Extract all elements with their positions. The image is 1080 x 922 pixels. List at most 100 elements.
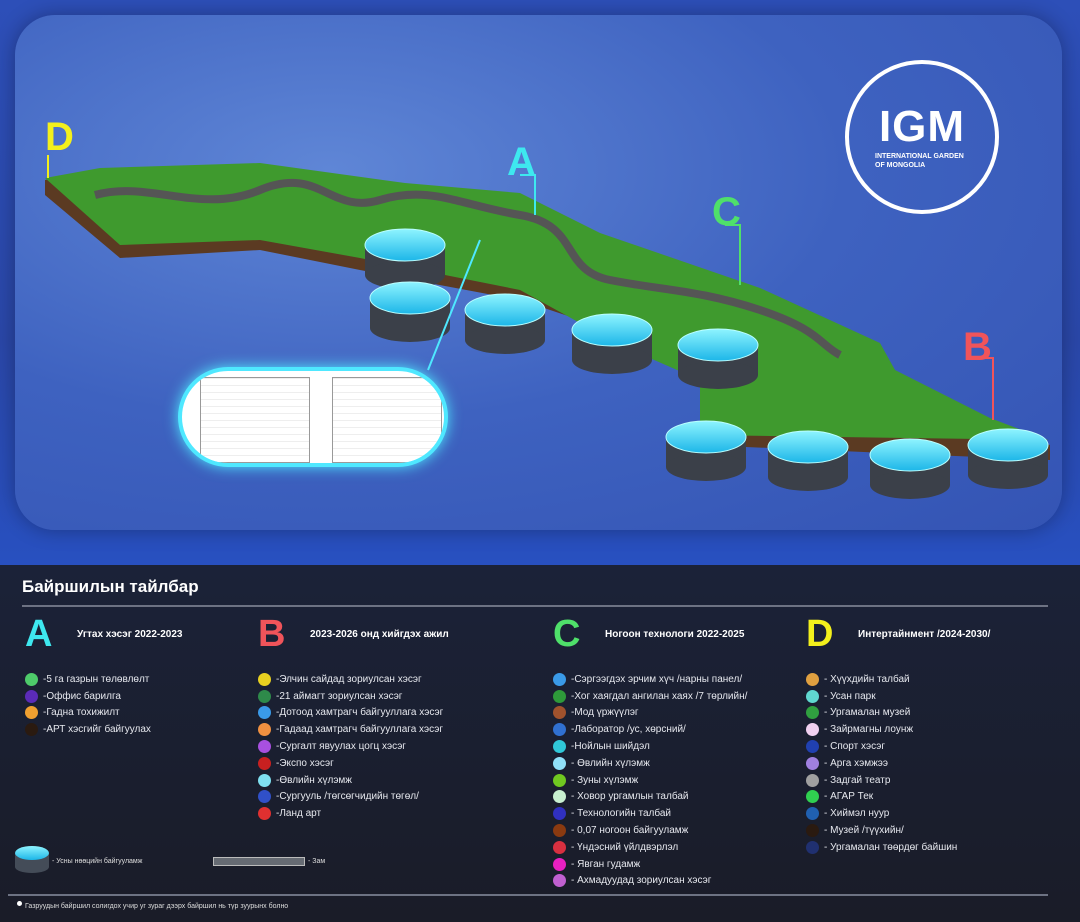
legend-item: - Явган гудамж xyxy=(553,856,747,873)
plant-museum-icon xyxy=(806,706,819,720)
legend-item: - Музей /түүхийн/ xyxy=(806,822,990,839)
legend-item-label: -Сэргээгдэх эрчим хүч /нарны панел/ xyxy=(571,673,743,685)
divider xyxy=(8,894,1048,896)
school-icon xyxy=(258,790,271,804)
legend-item-label: - Хиймэл нуур xyxy=(824,808,890,820)
training-icon xyxy=(258,740,271,754)
legend-item-label: - Арга хэмжээ xyxy=(824,757,888,769)
legend-item: - Өвлийн хүлэмж xyxy=(553,755,747,772)
legend-item-label: -АРТ хэсгийг байгуулах xyxy=(43,724,151,736)
legend-item-label: -Элчин сайдад зориулсан хэсэг xyxy=(276,673,422,685)
event-icon xyxy=(806,756,819,770)
museum-icon xyxy=(806,824,819,838)
legend-item: -Нойлын шийдэл xyxy=(553,738,747,755)
zone-title: 2023-2026 онд хийгдэх ажил xyxy=(310,628,449,640)
legend-item-label: -Сургалт явуулах цогц хэсэг xyxy=(276,741,406,753)
legend-item-label: - Технологийн талбай xyxy=(571,808,671,820)
water-tank xyxy=(869,438,951,499)
zone-a-label: A xyxy=(507,140,536,184)
embassy-icon xyxy=(258,672,271,686)
winter-greenhouse-icon xyxy=(553,756,566,770)
zone-c-label: C xyxy=(712,190,741,234)
tree-nursery-icon xyxy=(553,706,566,720)
plan-drawing xyxy=(332,377,442,463)
legend-item-label: -Оффис барилга xyxy=(43,690,121,702)
legend-item: -Хог хаягдал ангилан хаях /7 төрлийн/ xyxy=(553,688,747,705)
summer-greenhouse-icon xyxy=(553,773,566,787)
legend-item-label: -Гадна тохижилт xyxy=(43,707,120,719)
water-park-icon xyxy=(806,689,819,703)
agar-tech-icon xyxy=(806,790,819,804)
legend-item-label: -Мод үржүүлэг xyxy=(571,707,639,719)
legend-item-label: -Хог хаягдал ангилан хаях /7 төрлийн/ xyxy=(571,690,748,702)
legend-item-label: - Явган гудамж xyxy=(571,858,641,870)
site-plan-inset[interactable] xyxy=(178,367,448,467)
legend-item: - Ахмадуудад зориулсан хэсэг xyxy=(553,873,747,890)
legend-item: -Сургалт явуулах цогц хэсэг xyxy=(258,738,449,755)
legend-item: - Ургамалан төөрдөг байшин xyxy=(806,839,990,856)
plan-icon xyxy=(25,672,38,686)
legend-item: - 0,07 ногоон байгууламж xyxy=(553,822,747,839)
ice-cream-icon xyxy=(806,723,819,737)
legend-item-label: -Дотоод хамтрагч байгууллага хэсэг xyxy=(276,707,444,719)
legend-item: -Элчин сайдад зориулсан хэсэг xyxy=(258,671,449,688)
waste-bin-icon xyxy=(553,689,566,703)
zone-letter: D xyxy=(806,612,834,655)
legend-item: - Үндэсний үйлдвэрлэл xyxy=(553,839,747,856)
zone-letter: C xyxy=(553,612,581,655)
legend-item-label: -Ланд арт xyxy=(276,808,322,820)
road-symbol-icon xyxy=(213,857,305,866)
igm-logo: IGM INTERNATIONAL GARDEN OF MONGOLIA xyxy=(845,60,999,214)
legend-item-label: - Спорт хэсэг xyxy=(824,741,885,753)
legend-item-label: -Нойлын шийдэл xyxy=(571,741,650,753)
province-icon xyxy=(258,689,271,703)
legend-item-label: - Өвлийн хүлэмж xyxy=(571,757,650,769)
footnote: Газруудын байршил солигдох учир уг зураг… xyxy=(25,903,289,910)
maze-house-icon xyxy=(806,840,819,854)
legend-item: -Сургууль /төгсөгчидийн төгөл/ xyxy=(258,789,449,806)
legend-item: -21 аймагт зориулсан хэсэг xyxy=(258,688,449,705)
laboratory-icon xyxy=(553,723,566,737)
pedestrian-icon xyxy=(553,857,566,871)
legend-item: -Гадна тохижилт xyxy=(25,705,182,722)
technology-icon xyxy=(553,807,566,821)
road xyxy=(93,178,842,359)
legend-item: -Дотоод хамтрагч байгууллага хэсэг xyxy=(258,705,449,722)
road-label: - Зам xyxy=(308,858,326,865)
zone-b-label: B xyxy=(963,325,992,369)
water-tank xyxy=(767,430,849,491)
legend-item: -Сэргээгдэх эрчим хүч /нарны панел/ xyxy=(553,671,747,688)
legend-item: - Хүүхдийн талбай xyxy=(806,671,990,688)
water-tank xyxy=(571,313,653,374)
water-tank xyxy=(967,428,1049,489)
elderly-icon xyxy=(553,874,566,888)
terrain-top xyxy=(45,163,1048,440)
legend-title: Байршилын тайлбар xyxy=(22,577,199,596)
legend-item: - Задгай театр xyxy=(806,772,990,789)
lake-icon xyxy=(806,807,819,821)
green-space-icon xyxy=(553,824,566,838)
legend-item-label: - Ургамалан төөрдөг байшин xyxy=(824,841,958,853)
legend-item-label: - Ховор ургамлын талбай xyxy=(571,791,689,803)
legend-item-label: - Задгай театр xyxy=(824,774,891,786)
legend-item-label: -21 аймагт зориулсан хэсэг xyxy=(276,690,403,702)
legend-item-label: - Зуны хүлэмж xyxy=(571,774,639,786)
water-tank xyxy=(464,293,546,354)
legend-item: -Лаборатор /ус, хөрсний/ xyxy=(553,721,747,738)
legend-item-label: - 0,07 ногоон байгууламж xyxy=(571,825,689,837)
legend-item: -Өвлийн хүлэмж xyxy=(258,772,449,789)
zone-letter: A xyxy=(25,612,53,655)
legend-item-label: - Хүүхдийн талбай xyxy=(824,673,910,685)
legend-item: - Технологийн талбай xyxy=(553,805,747,822)
legend-item-label: -Экспо хэсэг xyxy=(276,757,334,769)
domestic-partner-icon xyxy=(258,706,271,720)
land-art-icon xyxy=(258,807,271,821)
office-icon xyxy=(25,689,38,703)
legend-item: - Хиймэл нуур xyxy=(806,805,990,822)
foreign-partner-icon xyxy=(258,723,271,737)
divider xyxy=(22,605,1048,607)
factory-icon xyxy=(553,840,566,854)
